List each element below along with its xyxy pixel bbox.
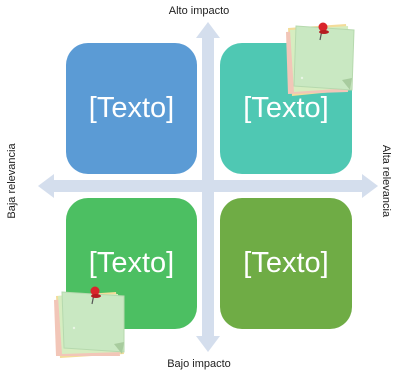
quadrant-top-left-text[interactable]: [Texto] bbox=[88, 92, 175, 124]
horizontal-axis-arrow-right bbox=[362, 174, 378, 198]
vertical-axis-arrow-down bbox=[196, 336, 220, 352]
quadrant-top-right-text[interactable]: [Texto] bbox=[243, 92, 329, 124]
sticky-note-pin-icon bbox=[286, 22, 355, 96]
quadrant-bottom-right-text[interactable]: [Texto] bbox=[243, 247, 329, 279]
vertical-axis-arrow-up bbox=[196, 22, 220, 38]
axis-label-left: Baja relevancia bbox=[6, 143, 18, 219]
axis-label-top: Alto impacto bbox=[168, 5, 230, 17]
sticky-note-pin-icon bbox=[54, 286, 125, 358]
axis-label-right: Alta relevancia bbox=[380, 144, 392, 218]
quadrant-top-left[interactable]: [Texto] bbox=[66, 43, 197, 174]
quadrant-bottom-left-text[interactable]: [Texto] bbox=[88, 247, 175, 279]
quadrant-bottom-right[interactable]: [Texto] bbox=[220, 198, 352, 329]
horizontal-axis-arrow-left bbox=[38, 174, 54, 198]
axis-label-bottom: Bajo impacto bbox=[167, 358, 231, 370]
horizontal-axis bbox=[52, 180, 364, 192]
